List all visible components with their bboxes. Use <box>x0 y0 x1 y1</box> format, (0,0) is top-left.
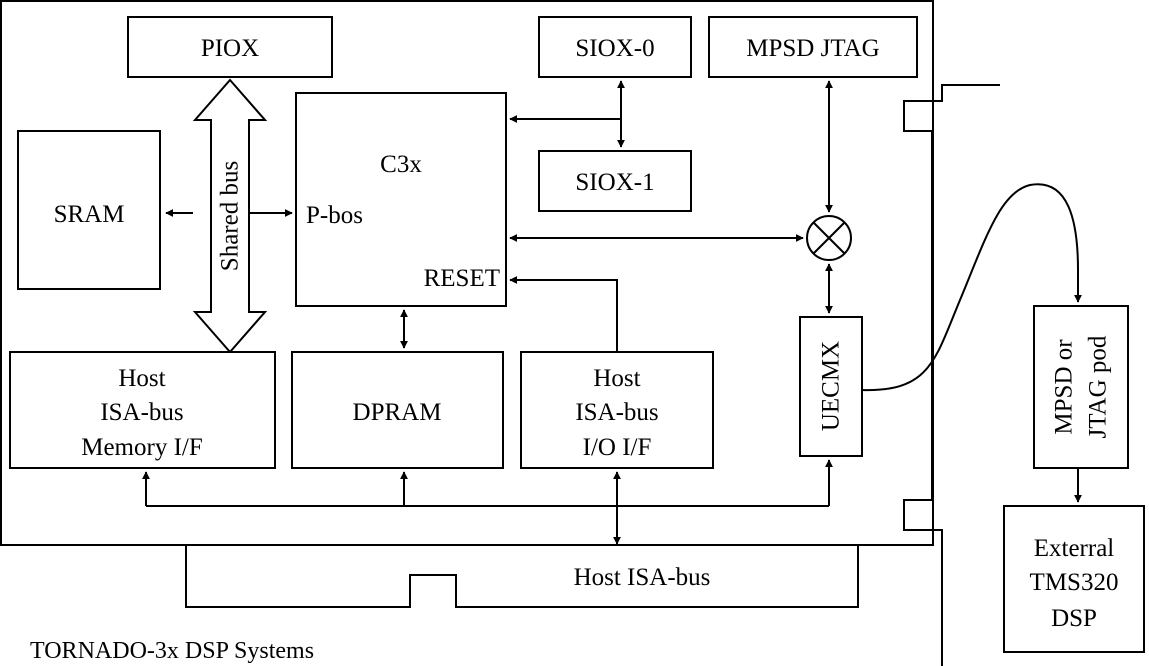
siox1-block <box>538 150 692 212</box>
host-io-if-block <box>520 351 714 469</box>
c3x-label: C3x <box>380 151 422 178</box>
host-io-if-line1: Host <box>593 365 640 392</box>
dpram-label: DPRAM <box>353 399 442 426</box>
io-reset-link <box>509 276 618 352</box>
mux-cross-b <box>812 221 846 255</box>
piox-label: PIOX <box>201 35 259 62</box>
sram-block <box>17 130 161 290</box>
host-io-if-line2: ISA-bus <box>575 399 658 426</box>
reset-label: RESET <box>424 265 500 292</box>
host-io-if-line3: I/O I/F <box>583 434 652 461</box>
external-dsp-block <box>1003 505 1145 653</box>
mounting-bracket <box>903 84 1000 666</box>
siox0-block <box>538 16 692 78</box>
host-isa-bus-label: Host ISA-bus <box>574 564 711 591</box>
shared-bus-label: Shared bus <box>217 161 244 271</box>
isa-edge-connector <box>185 546 859 608</box>
pod-cable <box>861 183 1079 392</box>
external-dsp-line1: Exterral <box>1034 535 1115 562</box>
host-memory-if-line3: Memory I/F <box>81 434 203 461</box>
uecmx-label: UECMX <box>818 341 845 431</box>
mpsd-jtag-label: MPSD JTAG <box>746 35 879 62</box>
sram-label: SRAM <box>54 201 125 228</box>
host-memory-if-line1: Host <box>118 365 165 392</box>
dpram-block <box>291 351 504 469</box>
host-memory-if-block <box>9 351 276 469</box>
pbos-label: P-bos <box>306 202 363 229</box>
jtag-pod-line1: MPSD or <box>1051 339 1078 435</box>
c3x-block <box>295 92 507 307</box>
siox1-label: SIOX-1 <box>575 169 654 196</box>
siox0-label: SIOX-0 <box>575 35 654 62</box>
external-dsp-line2: TMS320 <box>1030 569 1119 596</box>
host-memory-if-line2: ISA-bus <box>100 399 183 426</box>
jtag-pod-line2: JTAG pod <box>1085 335 1112 438</box>
mpsd-jtag-block <box>708 16 918 78</box>
external-dsp-line3: DSP <box>1051 605 1097 632</box>
diagram-caption: TORNADO-3x DSP Systems <box>30 638 314 664</box>
uecmx-block <box>799 316 863 457</box>
piox-block <box>127 16 333 78</box>
jtag-pod-block <box>1033 305 1129 469</box>
